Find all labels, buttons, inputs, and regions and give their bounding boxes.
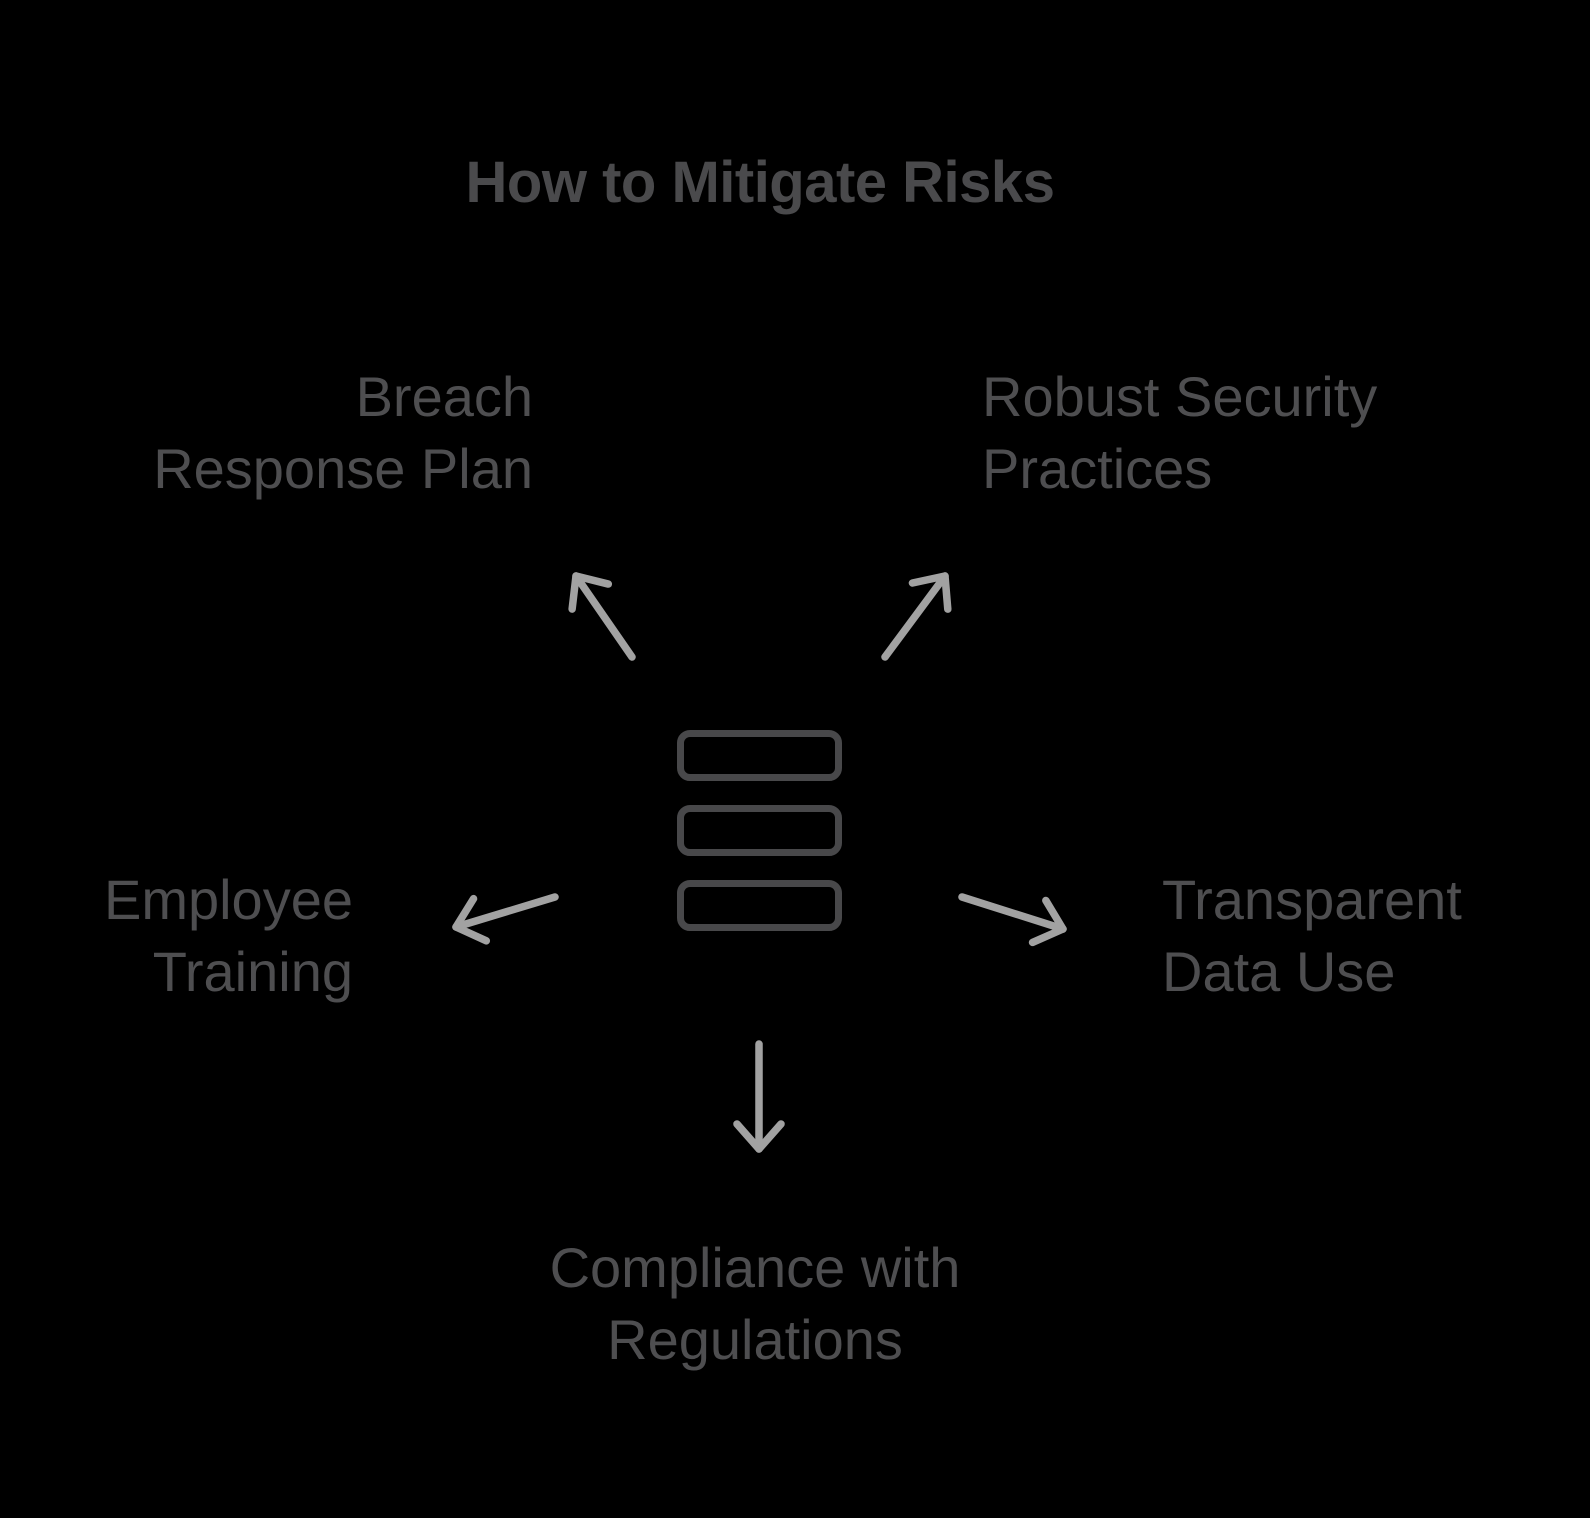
node-label-compliance-with-regulations: Compliance with Regulations xyxy=(549,1236,961,1371)
node-label-breach-response-plan: Breach Response Plan xyxy=(153,365,533,500)
node-label-employee-training: Employee Training xyxy=(103,868,353,1003)
server-layer-icon xyxy=(677,880,842,931)
arrow-left-icon xyxy=(452,893,559,945)
arrow-up-right-icon xyxy=(881,572,952,661)
node-label-transparent-data-use: Transparent Data Use xyxy=(1162,868,1462,1003)
diagram-title: How to Mitigate Risks xyxy=(465,150,1055,215)
arrow-right-icon xyxy=(958,893,1067,947)
node-label-robust-security-practices: Robust Security Practices xyxy=(982,365,1378,500)
server-stack-icon xyxy=(677,730,842,935)
arrow-up-left-icon xyxy=(568,572,636,661)
server-layer-icon xyxy=(677,730,842,781)
server-layer-icon xyxy=(677,805,842,856)
